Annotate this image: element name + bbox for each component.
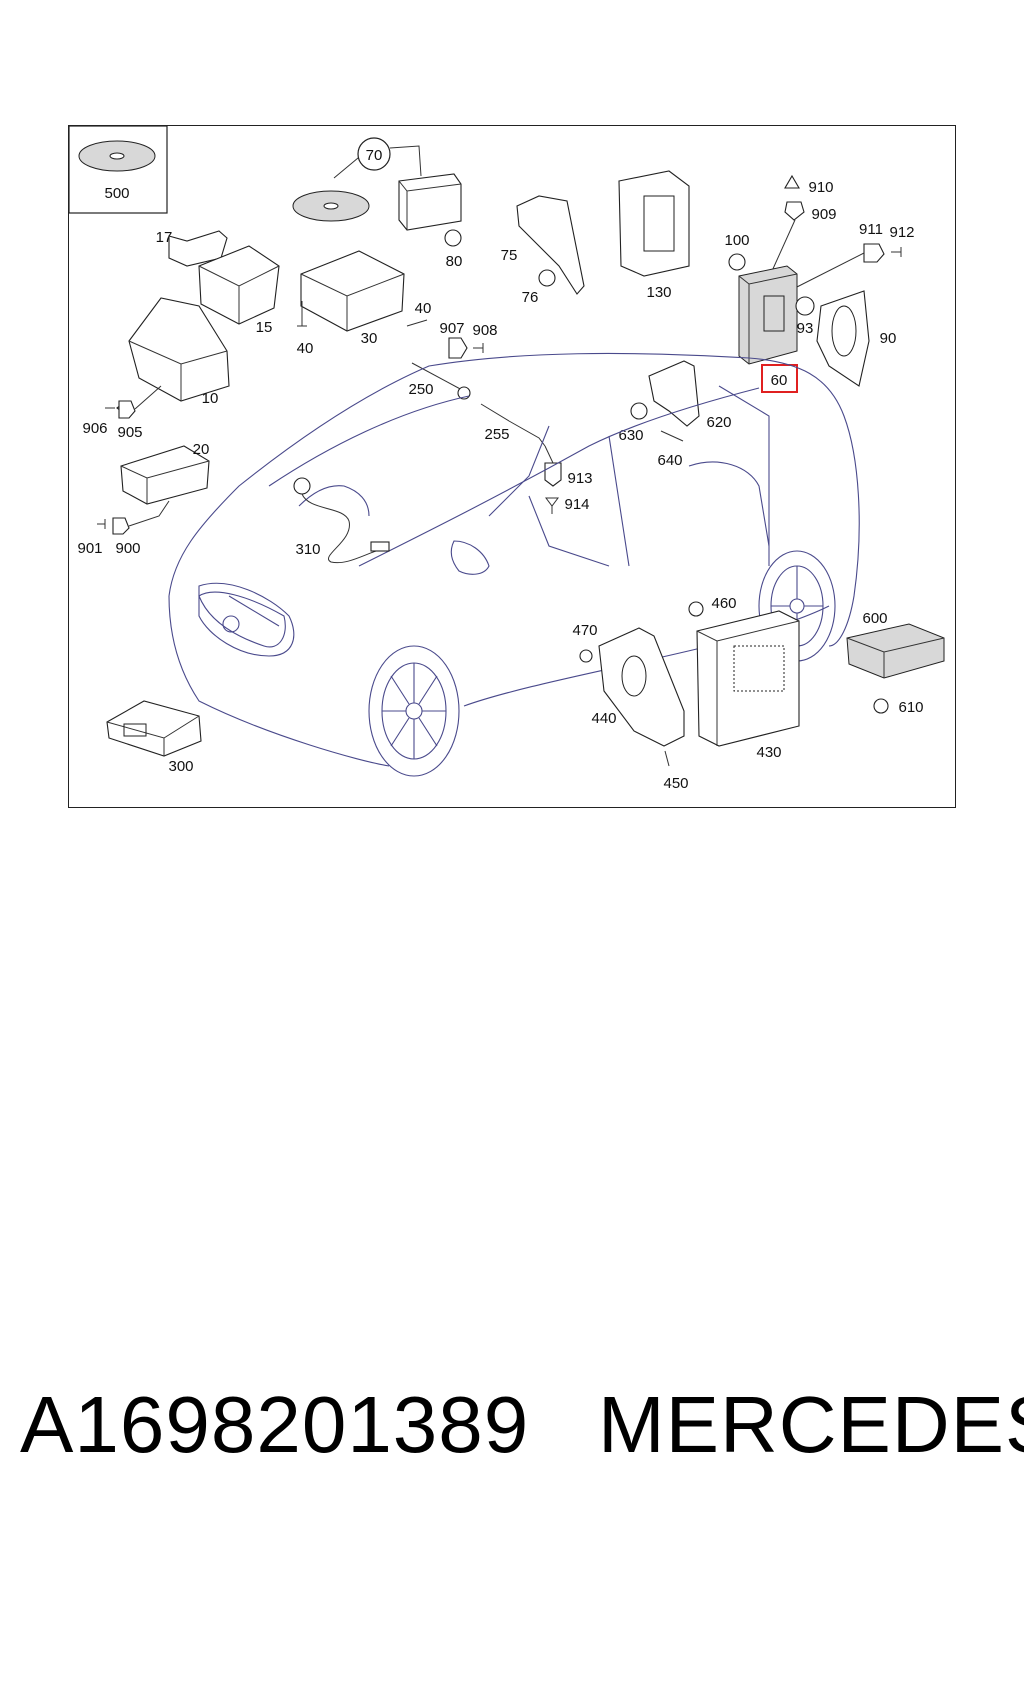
bracket-440-icon [598,627,685,747]
callout-10: 10 [202,390,219,407]
callout-75: 75 [501,247,518,264]
callout-130: 130 [646,284,671,301]
callout-450: 450 [663,775,688,792]
callout-914: 914 [564,496,589,513]
callout-40-a: 40 [297,340,314,357]
grommet-93-icon [795,296,815,316]
callout-906: 906 [82,420,107,437]
connector-905-icon [118,400,136,419]
front-grille [198,591,286,648]
nut-76-icon [538,269,556,287]
callout-910: 910 [808,179,833,196]
nut-80-icon [444,229,462,247]
part-number: A1698201389 [20,1380,530,1469]
pin-901-icon [97,519,106,529]
callout-620: 620 [706,414,731,431]
vehicle-outline [168,352,860,767]
callout-610: 610 [898,699,923,716]
callout-76: 76 [522,289,539,306]
callout-460: 460 [711,595,736,612]
fastener-910-icon [784,174,800,189]
callout-80: 80 [446,253,463,270]
callout-100: 100 [724,232,749,249]
bracket-130-icon [618,170,690,277]
screw-914-icon [545,497,559,514]
callout-70: 70 [366,147,383,164]
control-unit-30-icon [300,250,405,332]
callout-913: 913 [567,470,592,487]
callout-40-b: 40 [415,300,432,317]
control-unit-300-icon [106,700,202,757]
brand-name: MERCEDES [598,1380,1024,1469]
callout-905: 905 [117,424,142,441]
parts-diagram-drawing: 500 70 80 17 15 30 40 40 907 908 75 76 1… [69,126,945,792]
connector-913-icon [544,462,562,487]
parts-diagram: 500 70 80 17 15 30 40 40 907 908 75 76 1… [68,125,956,808]
antenna-cable-250-icon [411,362,465,392]
small-module-17-icon [168,230,228,267]
footer-caption: A1698201389 MERCEDES [20,1370,1024,1480]
amplifier-60-icon [738,265,798,365]
module-600-icon [846,623,945,679]
callout-911: 911 [859,221,883,238]
callout-20: 20 [193,441,210,458]
callout-93: 93 [797,320,814,337]
callout-300: 300 [168,758,193,775]
bolt-40-icon [297,301,307,327]
callout-circle-70 [357,137,391,171]
bolt-640-icon [660,430,684,442]
callout-630: 630 [618,427,643,444]
callout-310: 310 [295,541,320,558]
callout-255: 255 [484,426,509,443]
front-wheel [368,645,460,777]
callout-500: 500 [104,185,129,202]
screw-40-icon [406,319,428,327]
callout-17: 17 [156,229,173,246]
bracket-620-icon [648,360,700,427]
pin-908-icon [473,343,484,353]
cable-255-icon [480,403,546,447]
connector-909-icon [784,201,805,221]
callout-912: 912 [889,224,914,241]
connector-911-icon [863,243,885,263]
callout-640: 640 [657,452,682,469]
bracket-75-icon [516,195,585,295]
callout-60: 60 [771,372,788,389]
bracket-90-icon [816,290,870,387]
callout-901: 901 [77,540,102,557]
callout-90: 90 [880,330,897,347]
navigation-module-70-icon [398,173,462,231]
callout-600: 600 [862,610,887,627]
grommet-470-icon [579,649,593,663]
fastener-460-icon [688,601,704,617]
connector-900-icon [112,517,130,535]
amplifier-15-icon [198,245,280,325]
callout-909: 909 [811,206,836,223]
callout-440: 440 [591,710,616,727]
washer-100-icon [728,253,746,271]
callout-30: 30 [361,330,378,347]
inset-box-500 [69,126,168,214]
cd-disc-70-icon [292,190,370,222]
bolt-450-icon [664,750,670,767]
highlight-box-60 [761,364,798,393]
callout-907: 907 [439,320,464,337]
display-unit-10-icon [128,297,230,402]
connector-907-icon [448,337,468,359]
module-430-icon [696,610,800,747]
callout-430: 430 [756,744,781,761]
callout-250: 250 [408,381,433,398]
callout-908: 908 [472,322,497,339]
usb-cable-310-icon [293,477,390,564]
control-unit-20-icon [120,445,210,505]
cd-disc-icon [78,140,156,172]
callout-15: 15 [256,319,273,336]
callout-470: 470 [572,622,597,639]
callout-900: 900 [115,540,140,557]
pin-912-icon [891,247,902,257]
nut-630-icon [630,402,648,420]
clip-610-icon [873,698,889,714]
